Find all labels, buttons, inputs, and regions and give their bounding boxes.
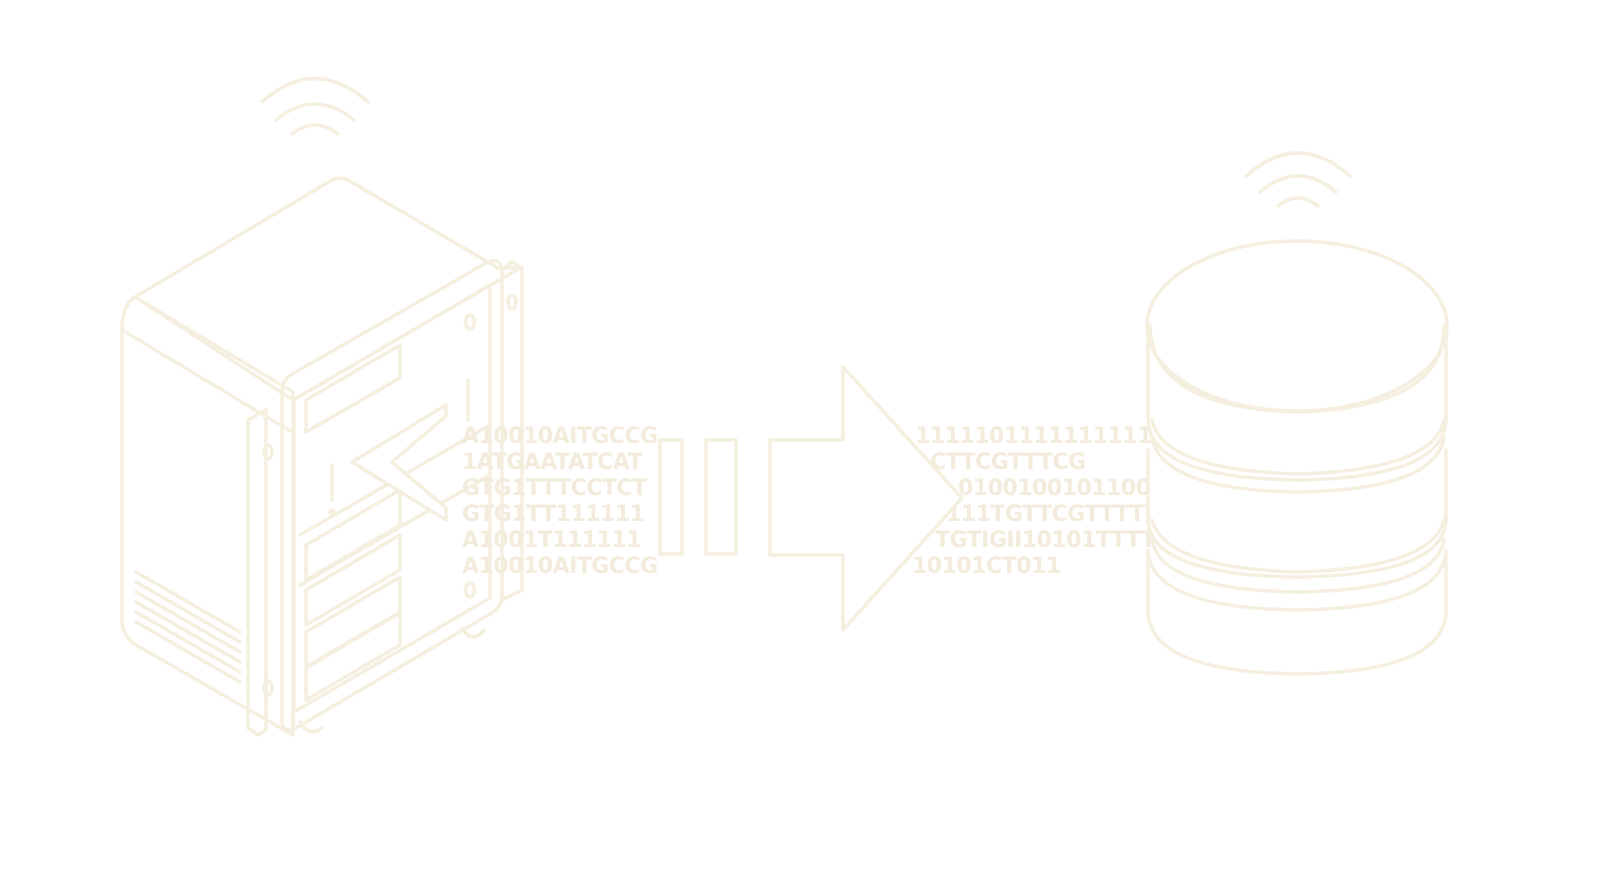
data-stream-left: A10010AITGCCG 1ATGAATATCAT GTG1TTTCCTCT … — [462, 424, 658, 579]
database-icon — [1145, 151, 1449, 676]
stream-line: 1111101111111111 — [915, 424, 1152, 449]
wifi-signal-icon-right — [1244, 151, 1352, 208]
status-led — [463, 313, 477, 331]
stream-line: CTTCGTTTCG — [930, 450, 1086, 475]
stream-line: GTG1TTTCCTCT — [462, 476, 647, 501]
nas-server-icon — [120, 76, 524, 737]
stream-line: 1ATGAATATCAT — [462, 450, 643, 475]
stream-line: A1001T111111 — [462, 528, 641, 553]
stream-line: TGTIGII10101TTTT1 — [935, 528, 1170, 553]
wifi-signal-icon-left — [260, 76, 370, 136]
stream-line: A10010AITGCCG — [462, 554, 658, 579]
stream-line: GTG1TT111111 — [462, 502, 644, 527]
stream-line: 10101CT011 — [912, 554, 1061, 579]
stream-line: 0100100101100 — [958, 476, 1151, 501]
stream-line: A10010AITGCCG — [462, 424, 658, 449]
arrow-right-icon — [350, 365, 964, 632]
server-vent — [134, 570, 242, 684]
